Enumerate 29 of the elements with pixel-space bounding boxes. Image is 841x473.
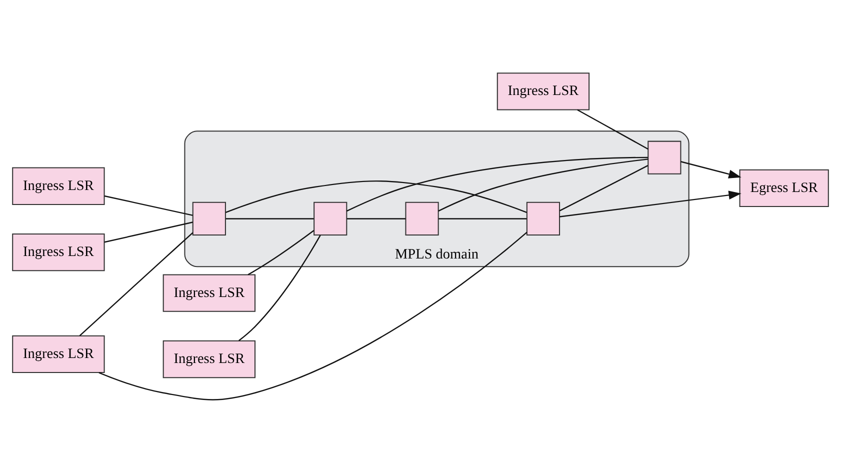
- node-box: Ingress LSR: [12, 233, 105, 272]
- node-box: Ingress LSR: [162, 340, 256, 378]
- connector: [248, 230, 314, 276]
- node-box: [648, 140, 682, 174]
- connector: [104, 195, 193, 216]
- connector: [79, 232, 194, 336]
- node-box: Ingress LSR: [12, 167, 105, 205]
- connector: [438, 218, 527, 220]
- arrow: [680, 161, 742, 178]
- connector: [238, 235, 321, 342]
- node-box: [526, 202, 560, 236]
- connector: [577, 109, 648, 150]
- node-box: [192, 202, 226, 236]
- connector: [438, 158, 648, 212]
- connector: [347, 218, 406, 220]
- arrow: [559, 190, 742, 218]
- connector: [104, 222, 193, 243]
- connector: [346, 156, 648, 212]
- node-box: Ingress LSR: [12, 335, 105, 373]
- connector: [560, 165, 648, 212]
- cluster: MPLS domain: [184, 130, 690, 268]
- connector: [226, 218, 314, 220]
- node-box: [405, 202, 439, 236]
- node-box: Ingress LSR: [496, 72, 590, 110]
- connector: [225, 180, 527, 213]
- node-box: Egress LSR: [739, 169, 829, 207]
- node-box: Ingress LSR: [162, 274, 256, 312]
- node-box: [314, 202, 348, 236]
- connector: [98, 232, 528, 400]
